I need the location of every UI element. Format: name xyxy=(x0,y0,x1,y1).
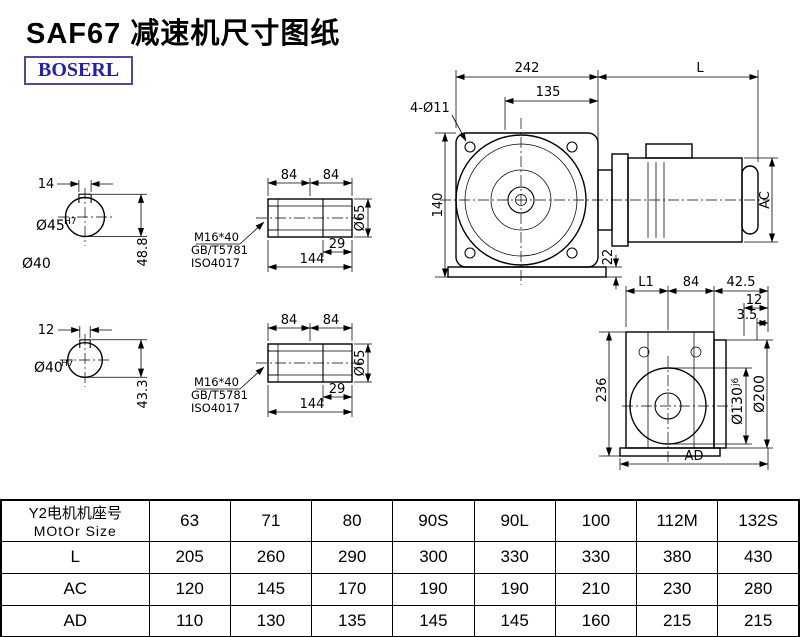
dim-dia-65: Ø65 xyxy=(353,205,368,232)
dim-14: 14 xyxy=(38,177,55,192)
table-cell: 160 xyxy=(554,604,638,637)
row-label: L xyxy=(0,540,150,574)
table-cell: 63 xyxy=(148,499,231,542)
dim-29: 29 xyxy=(329,382,346,397)
table-cell: 145 xyxy=(473,604,556,637)
table-row-AC: AC 120 145 170 190 190 210 230 280 xyxy=(0,572,800,606)
dim-22: 22 xyxy=(601,249,616,266)
dim-84b: 84 xyxy=(323,313,340,328)
table-cell: 215 xyxy=(635,604,719,637)
brand-logo: BOSERL xyxy=(24,56,134,85)
table-cell: 90S xyxy=(392,499,475,542)
dim-AD: AD xyxy=(685,449,704,464)
dim-dia-40: Ø40 xyxy=(22,256,51,272)
table-row-L: L 205 260 290 300 330 330 380 430 xyxy=(0,540,800,574)
table-row-AD: AD 110 130 135 145 145 160 215 215 xyxy=(0,604,800,637)
dim-L1: L1 xyxy=(638,275,654,290)
shaft-section-bottom: 12 Ø40 H7 43.3 xyxy=(34,323,151,408)
table-cell: 120 xyxy=(148,572,231,606)
dim-42-5: 42.5 xyxy=(727,275,756,290)
hollow-shaft-bottom: 84 84 29 144 Ø65 M16*40 GB/T5781 ISO4017 xyxy=(191,313,372,417)
table-header-cell: Y2电机机座号 MOtOr Size xyxy=(0,499,150,542)
dim-236: 236 xyxy=(595,378,610,403)
dim-L: L xyxy=(696,61,704,76)
table-cell: 205 xyxy=(148,540,231,574)
dim-140: 140 xyxy=(431,193,446,218)
side-view: L1 84 42.5 12 3.5 236 Ø130 j6 xyxy=(595,275,773,470)
std-gb: GB/T5781 xyxy=(191,388,248,402)
table-cell: 112M xyxy=(635,499,719,542)
dim-48-8: 48.8 xyxy=(136,238,151,267)
table-cell: 210 xyxy=(554,572,638,606)
table-cell: 330 xyxy=(473,540,556,574)
table-cell: 290 xyxy=(310,540,394,574)
table-cell: 71 xyxy=(229,499,313,542)
page-title: SAF67 减速机尺寸图纸 xyxy=(26,18,341,50)
dim-84a: 84 xyxy=(281,168,298,183)
dim-dia-40h7: Ø40 xyxy=(34,360,63,376)
table-cell: 145 xyxy=(392,604,475,637)
row-label: AC xyxy=(0,572,150,606)
table-cell: 230 xyxy=(635,572,719,606)
table-cell: 100 xyxy=(554,499,638,542)
table-cell: 190 xyxy=(473,572,556,606)
table-cell: 132S xyxy=(717,499,800,542)
dim-144: 144 xyxy=(300,397,325,412)
technical-drawing: 242 L 135 4-Ø11 140 22 xyxy=(22,61,778,470)
dim-bolt-holes: 4-Ø11 xyxy=(410,101,450,116)
dim-84a: 84 xyxy=(281,313,298,328)
header-en: MOtOr Size xyxy=(33,523,117,540)
table-cell: 135 xyxy=(310,604,394,637)
std-iso: ISO4017 xyxy=(191,256,240,270)
thread-spec: M16*40 xyxy=(194,375,239,389)
dim-29: 29 xyxy=(329,237,346,252)
dim-12: 12 xyxy=(746,293,763,308)
table-cell: 430 xyxy=(717,540,800,574)
table-cell: 300 xyxy=(392,540,475,574)
table-cell: 145 xyxy=(229,572,313,606)
dim-dia-40h7-tol: H7 xyxy=(61,359,74,369)
table-cell: 130 xyxy=(229,604,313,637)
table-cell: 170 xyxy=(310,572,394,606)
dim-AC: AC xyxy=(758,191,773,209)
shaft-section-top: 14 Ø45 H7 48.8 Ø40 xyxy=(22,177,151,272)
std-iso: ISO4017 xyxy=(191,401,240,415)
thread-spec: M16*40 xyxy=(194,230,239,244)
table-cell: 280 xyxy=(717,572,800,606)
dim-135: 135 xyxy=(536,85,561,100)
dim-dia-200: Ø200 xyxy=(752,375,768,413)
hollow-shaft-top: 84 84 29 144 Ø65 M16*40 GB/T5781 ISO4017 xyxy=(191,168,372,272)
table-cell: 190 xyxy=(392,572,475,606)
table-cell: 90L xyxy=(473,499,556,542)
motor-size-table: Y2电机机座号 MOtOr Size 63 71 80 90S 90L 100 … xyxy=(0,499,800,637)
front-view: 242 L 135 4-Ø11 140 22 xyxy=(410,61,778,289)
std-gb: GB/T5781 xyxy=(191,243,248,257)
dim-dia-65: Ø65 xyxy=(353,350,368,377)
table-cell: 110 xyxy=(148,604,231,637)
table-cell: 215 xyxy=(717,604,800,637)
table-cell: 330 xyxy=(554,540,638,574)
dim-dia-45-tol: H7 xyxy=(64,217,77,227)
dim-dia-130: Ø130 xyxy=(730,387,746,425)
header-cn: Y2电机机座号 xyxy=(28,505,122,523)
table-cell: 80 xyxy=(310,499,394,542)
table-cell: 380 xyxy=(635,540,719,574)
dim-dia-130-tol: j6 xyxy=(731,377,741,387)
table-cell: 260 xyxy=(229,540,313,574)
dim-242: 242 xyxy=(515,61,540,76)
dim-84b: 84 xyxy=(323,168,340,183)
table-row-header: Y2电机机座号 MOtOr Size 63 71 80 90S 90L 100 … xyxy=(0,499,800,542)
row-label: AD xyxy=(0,604,150,637)
dim-84: 84 xyxy=(683,275,700,290)
dim-dia-45: Ø45 xyxy=(36,218,65,234)
dim-144: 144 xyxy=(300,252,325,267)
dim-43-3: 43.3 xyxy=(136,380,151,409)
dim-3-5: 3.5 xyxy=(737,308,758,323)
dim-12-key: 12 xyxy=(38,323,55,338)
